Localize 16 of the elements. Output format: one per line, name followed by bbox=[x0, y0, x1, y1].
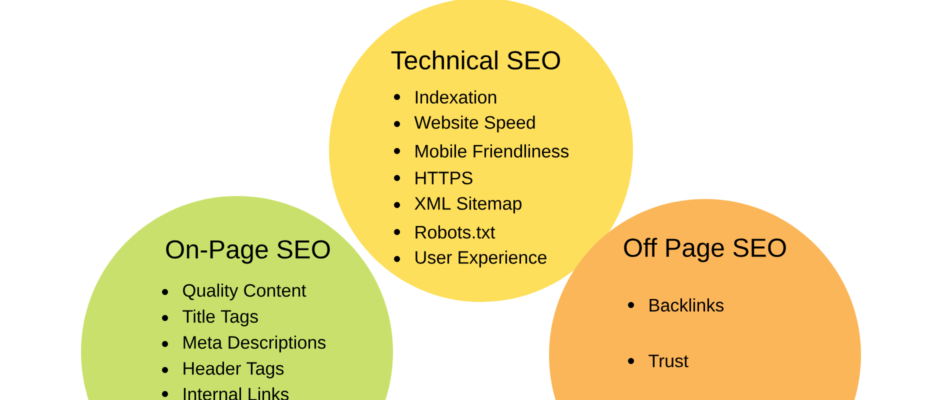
bullet-item: User Experience bbox=[394, 250, 546, 268]
bullet-item: Mobile Friendliness bbox=[394, 144, 569, 158]
bullet-item: Indexation bbox=[394, 90, 496, 104]
heading: Technical SEO bbox=[391, 50, 560, 70]
bullet-item: XML Sitemap bbox=[394, 196, 522, 214]
bullet-item: Website Speed bbox=[394, 116, 535, 132]
bullet-item: Header Tags bbox=[162, 362, 284, 378]
bullet-item: Robots.txt bbox=[394, 225, 496, 239]
bullet-item: Backlinks bbox=[628, 298, 724, 312]
bullet-item: Meta Descriptions bbox=[162, 336, 326, 352]
heading: On-Page SEO bbox=[166, 240, 330, 264]
bullet-item: Trust bbox=[628, 354, 688, 368]
bullet-item: Title Tags bbox=[162, 310, 258, 326]
heading: Off Page SEO bbox=[624, 238, 786, 262]
bullet-item: Quality Content bbox=[162, 284, 306, 300]
bullet-item: HTTPS bbox=[394, 172, 472, 184]
